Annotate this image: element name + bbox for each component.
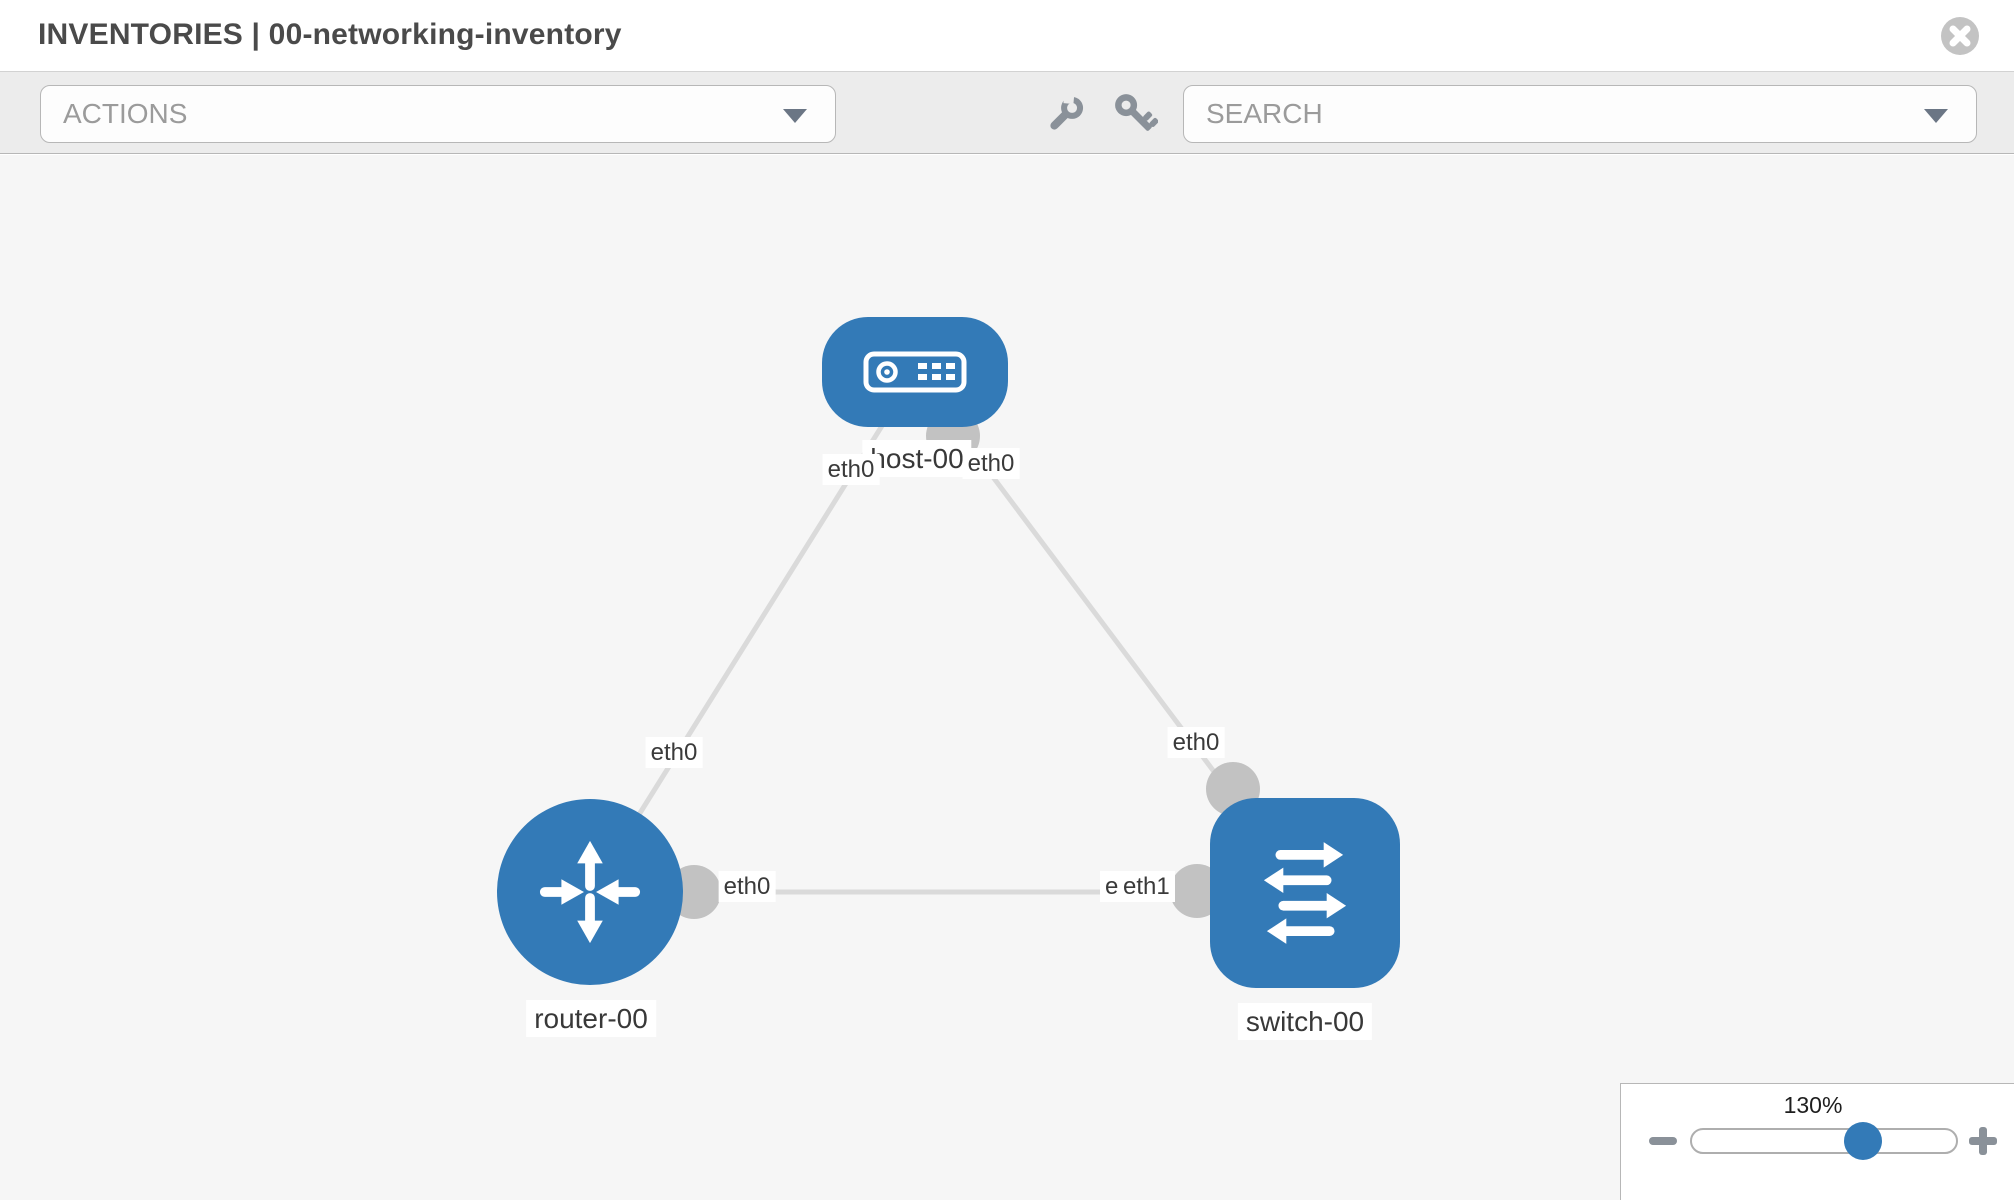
interface-label-switch-eth1: eth1 bbox=[1118, 871, 1175, 902]
toolbar: ACTIONS SEARCH bbox=[0, 71, 2014, 154]
actions-dropdown-label: ACTIONS bbox=[63, 98, 188, 129]
key-icon[interactable] bbox=[1114, 93, 1158, 137]
node-label-router: router-00 bbox=[526, 1000, 656, 1037]
chevron-down-icon bbox=[1924, 109, 1948, 123]
router-icon bbox=[539, 840, 641, 944]
zoom-control-panel: 130% bbox=[1620, 1083, 2014, 1200]
zoom-slider-track[interactable] bbox=[1690, 1128, 1958, 1154]
node-label-switch: switch-00 bbox=[1237, 1003, 1373, 1040]
node-host-00[interactable] bbox=[822, 317, 1008, 427]
actions-dropdown[interactable]: ACTIONS bbox=[40, 85, 836, 143]
topology-canvas[interactable]: host-00 router-00 switch-00 eth0 eth0 et… bbox=[0, 155, 2014, 1200]
close-icon bbox=[1941, 17, 1979, 55]
zoom-out-button[interactable] bbox=[1649, 1137, 1677, 1145]
search-dropdown[interactable]: SEARCH bbox=[1183, 85, 1977, 143]
node-label-host: host-00 bbox=[862, 440, 972, 477]
close-button[interactable] bbox=[1941, 17, 1979, 55]
interface-label-host-eth0-left: eth0 bbox=[822, 454, 880, 485]
interface-label-router-eth0-right: eth0 bbox=[718, 871, 776, 902]
interface-label-switch-eth0-top: eth0 bbox=[1167, 727, 1225, 758]
page-title: INVENTORIES | 00-networking-inventory bbox=[38, 18, 622, 51]
zoom-slider-thumb[interactable] bbox=[1844, 1122, 1882, 1160]
wrench-icon[interactable] bbox=[1043, 93, 1087, 137]
zoom-in-button[interactable] bbox=[1969, 1127, 1997, 1155]
interface-label-host-eth0-right: eth0 bbox=[962, 448, 1020, 479]
zoom-level-value: 130% bbox=[1783, 1092, 1843, 1118]
interface-label-router-eth0-top: eth0 bbox=[645, 737, 703, 768]
switch-icon bbox=[1263, 842, 1347, 944]
host-icon bbox=[863, 351, 967, 393]
topology-links-layer bbox=[587, 371, 1307, 919]
header: INVENTORIES | 00-networking-inventory bbox=[0, 0, 2014, 71]
node-router-00[interactable] bbox=[497, 799, 683, 985]
node-switch-00[interactable] bbox=[1210, 798, 1400, 988]
search-dropdown-label: SEARCH bbox=[1206, 98, 1323, 129]
chevron-down-icon bbox=[783, 109, 807, 123]
